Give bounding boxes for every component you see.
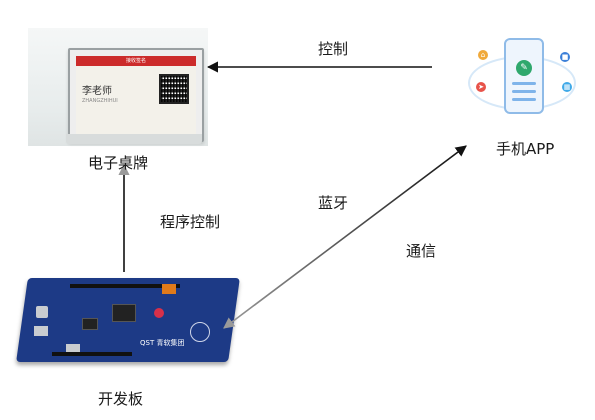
label-phone-app: 手机APP [496,140,555,158]
lock-icon: ■ [560,52,570,62]
desk-sign-frame: 接收签名 李老师 ZHANGZHIHUI [68,48,204,142]
phone-line [512,98,536,101]
desk-sign-base [66,134,202,144]
app-center-icon: ✎ [516,60,532,76]
desk-sign-header-bar: 接收签名 [76,56,196,66]
dev-board-image: QST 青软集团 [16,270,240,370]
red-button [154,308,164,318]
usb-port [66,344,80,352]
qr-code-icon [159,74,189,104]
arrow-board-phone-bluetooth [223,145,467,329]
nfc-antenna [190,322,210,342]
calendar-icon: ▦ [562,82,572,92]
phone-line [512,90,536,93]
label-edge-communication: 通信 [406,242,437,260]
phone-icon: ✎ [504,38,544,114]
desk-sign-subtext: ZHANGZHIHUI [82,98,118,104]
orange-component [162,284,176,294]
desk-sign-header-text: 接收签名 [125,58,147,64]
connector [34,326,48,336]
desk-sign-screen: 接收签名 李老师 ZHANGZHIHUI [76,56,196,134]
label-dev-board: 开发板 [98,390,144,408]
label-edge-control: 控制 [318,40,349,58]
desk-sign-name: 李老师 [82,86,112,97]
phone-line [512,82,536,85]
label-desk-sign: 电子桌牌 [88,154,149,172]
label-edge-program-control: 程序控制 [160,213,221,231]
board-logo: QST 青软集团 [140,339,185,347]
phone-app-image: ✎ ⌂ ➤ ■ ▦ [460,30,580,130]
desk-sign-image: 接收签名 李老师 ZHANGZHIHUI [28,28,208,146]
pin-header [52,352,132,356]
connector [36,306,48,318]
home-icon: ⌂ [478,50,488,60]
label-edge-bluetooth: 蓝牙 [318,194,349,212]
ic-chip [82,318,98,330]
pin-header [70,284,180,288]
mcu-chip [112,304,136,322]
send-icon: ➤ [476,82,486,92]
